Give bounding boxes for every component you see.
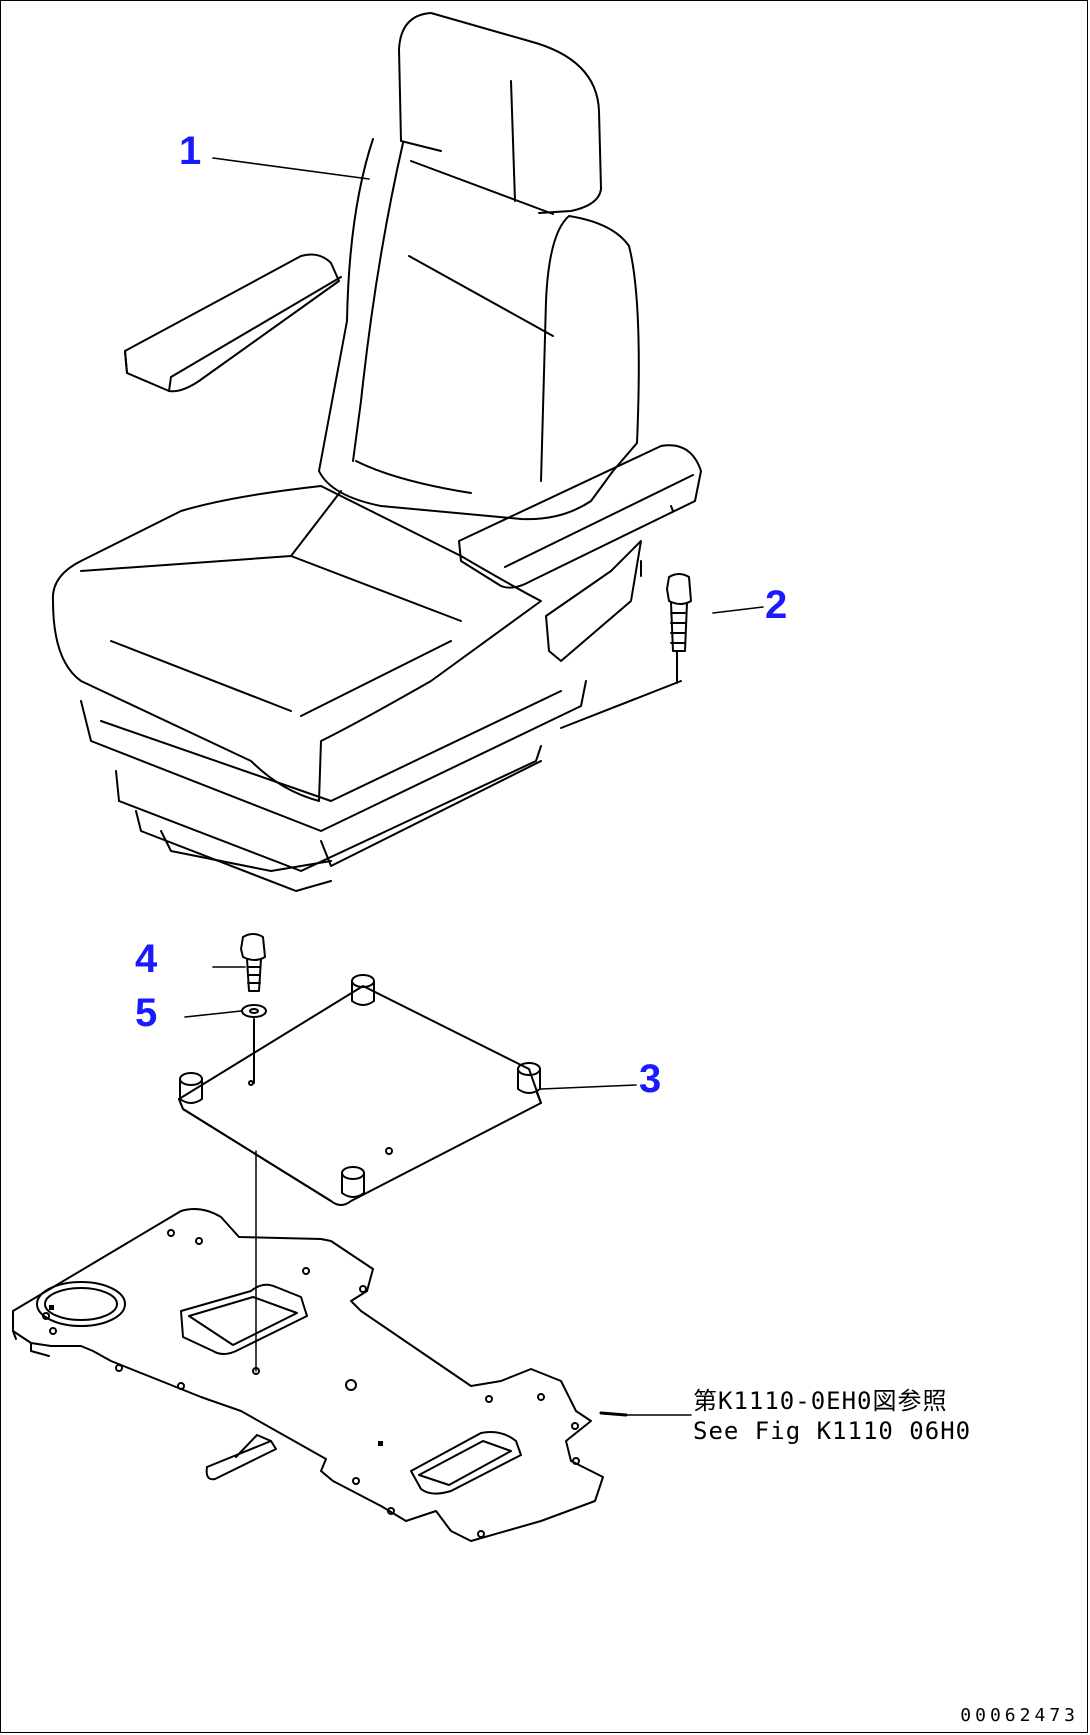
callout-3: 3 [639, 1057, 662, 1101]
seat-headrest [398, 12, 602, 214]
leader-2 [712, 606, 764, 614]
drawing-number: 00062473 [960, 1705, 1079, 1726]
seat-headrest-front [398, 48, 516, 202]
seat-armrest-right [458, 444, 702, 589]
seat-rail-line [560, 680, 682, 729]
plate-boss [517, 1062, 541, 1094]
leader-lines [184, 157, 764, 1416]
leader-5 [184, 1010, 242, 1018]
seat-cushion [51, 485, 542, 802]
plate-boss [351, 974, 375, 1006]
seat-suspension [80, 680, 587, 832]
reference-note-japanese: 第K1110-0EH0図参照 [693, 1387, 948, 1415]
seat-backrest-seam [408, 160, 554, 337]
seat-assembly [51, 12, 702, 892]
leader-1 [212, 157, 370, 180]
floor-frame [12, 1208, 628, 1542]
part-washer-5 [241, 1004, 267, 1084]
plate-boss [341, 1166, 365, 1198]
callout-1: 1 [179, 129, 202, 173]
plate-boss [179, 1072, 203, 1104]
seat-base-slider [160, 760, 542, 872]
reference-note-english: See Fig K1110 06H0 [693, 1417, 972, 1445]
callout-4: 4 [135, 937, 158, 981]
seat-backrest [318, 138, 640, 521]
seat-cushion-top [80, 490, 462, 717]
seat-suspension-lower [115, 745, 542, 892]
callout-2: 2 [765, 583, 788, 627]
part-mounting-plate-3 [178, 974, 542, 1206]
seat-armrest-left [124, 253, 340, 393]
leader-3 [540, 1084, 637, 1090]
callout-5: 5 [135, 991, 158, 1035]
seat-armrest-left-side [124, 276, 342, 392]
seat-lever [545, 540, 642, 662]
part-bolt-2 [666, 573, 692, 684]
part-bolt-4 [240, 933, 266, 992]
seat-backrest-inner [352, 142, 472, 494]
seat-armrest-right-side [504, 474, 694, 577]
